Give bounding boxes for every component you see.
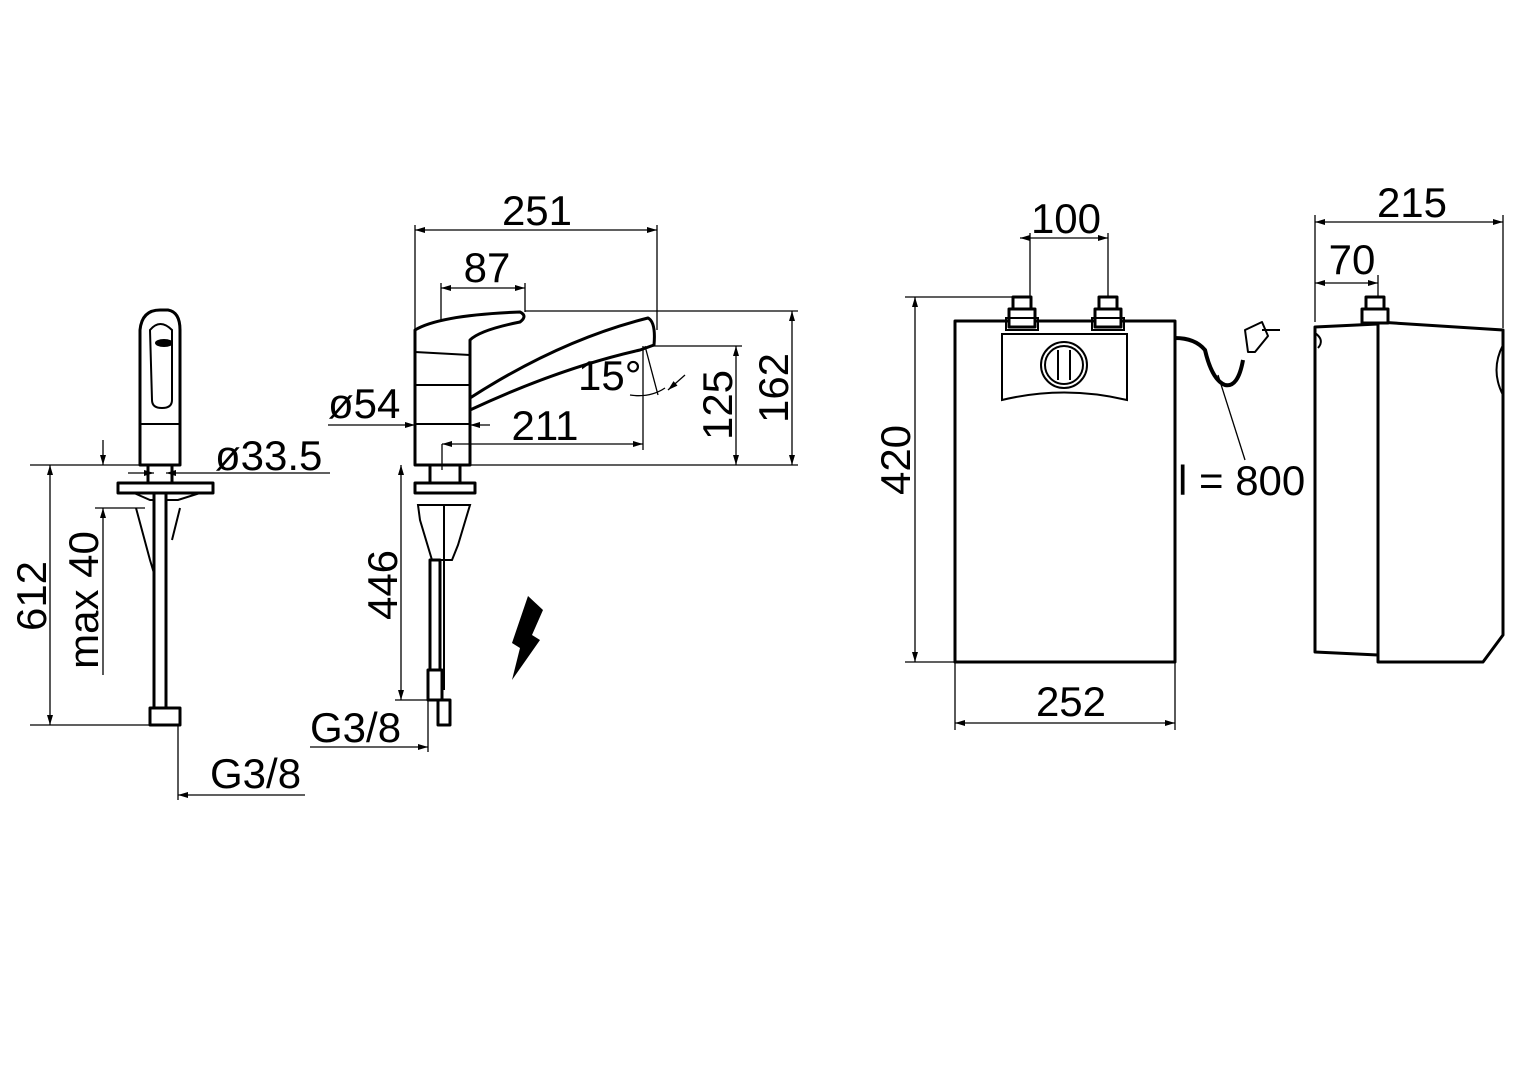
heater-front-view: 100 420 252 l = 800 [872, 195, 1305, 730]
power-cable [1174, 336, 1245, 388]
dimension-diameter-54: ø54 [328, 380, 400, 427]
lightning-icon [512, 596, 543, 680]
dimension-max-40: max 40 [60, 531, 107, 669]
connection-g3-8-front: G3/8 [210, 750, 301, 797]
connection-g3-8-side: G3/8 [310, 704, 401, 751]
dimension-612: 612 [8, 561, 55, 631]
dimension-162: 162 [750, 353, 797, 423]
dimension-251: 251 [502, 187, 572, 234]
dimension-446: 446 [359, 550, 406, 620]
water-connector-left [1005, 295, 1039, 331]
power-plug-icon [1244, 321, 1269, 353]
dimension-70: 70 [1329, 236, 1376, 283]
angle-15-degrees: 15° [578, 352, 642, 399]
heater-side-view: 215 70 [1313, 179, 1505, 664]
dimension-100: 100 [1031, 195, 1101, 242]
dimension-252: 252 [1036, 678, 1106, 725]
faucet-side-view: 251 87 162 125 ø54 211 15° 446 G3/8 [310, 187, 798, 752]
dimension-diameter-33-5: ø33.5 [215, 432, 322, 479]
temperature-knob-icon [1040, 341, 1088, 389]
water-connector-right [1091, 295, 1125, 331]
dimension-215: 215 [1377, 179, 1447, 226]
dimension-125: 125 [694, 370, 741, 440]
faucet-front-view: 612 max 40 ø33.5 G3/8 [8, 308, 330, 800]
dimension-420: 420 [872, 425, 919, 495]
cable-length-800: l = 800 [1178, 457, 1305, 504]
dimension-87: 87 [464, 244, 511, 291]
dimension-211: 211 [512, 402, 579, 449]
